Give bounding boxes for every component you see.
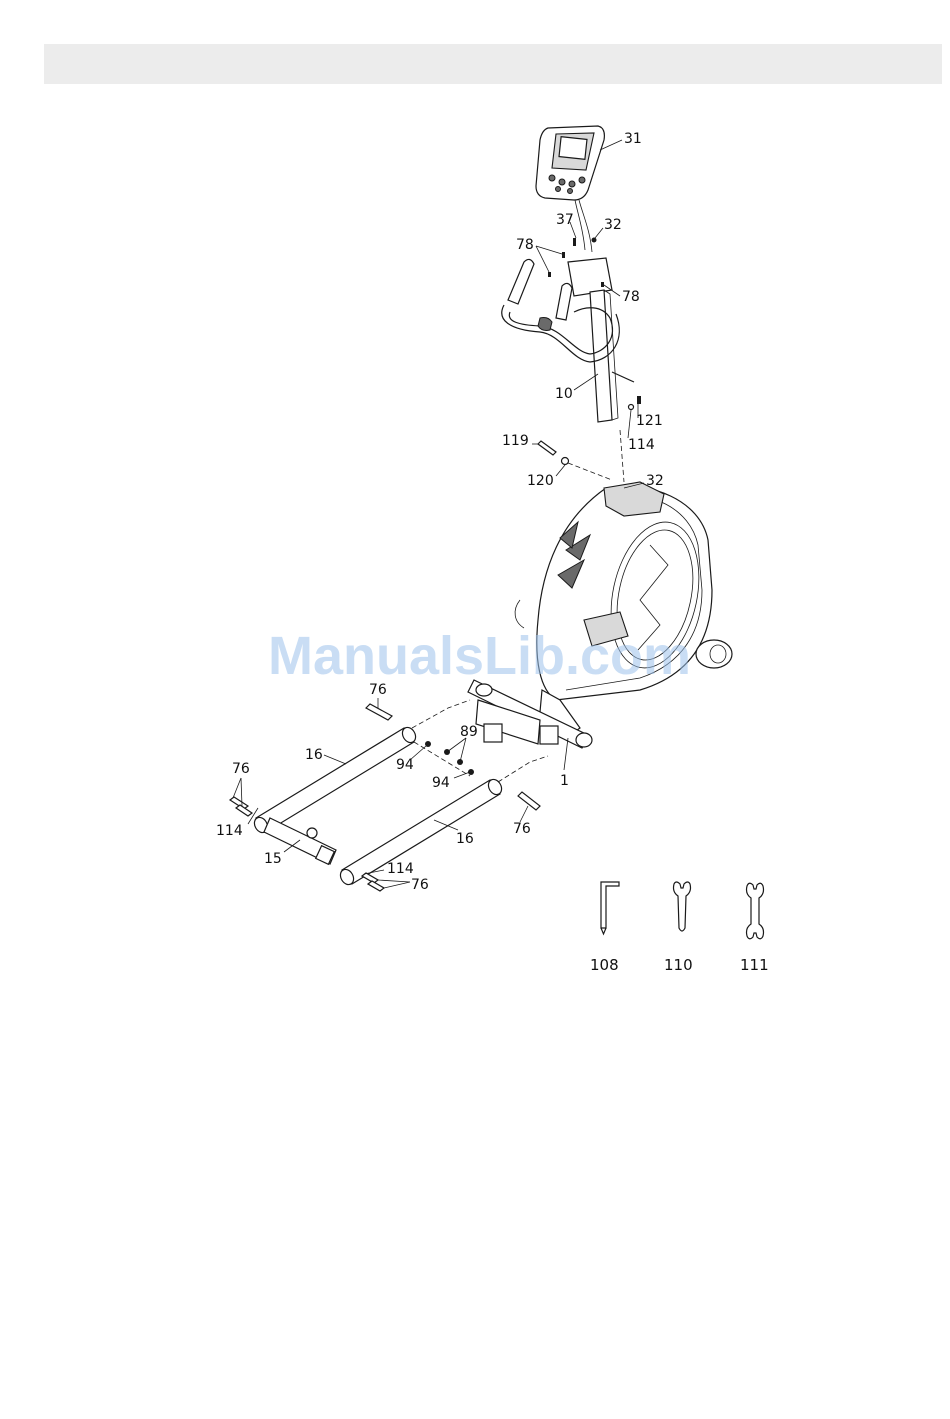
part-label-32-frame: 32 [646,473,664,489]
tool-label-111: 111 [740,956,769,974]
part-label-120: 120 [527,473,554,489]
main-frame-part [468,482,732,748]
part-label-76-left: 76 [232,761,250,777]
watermark-text: ManualsLib.com [268,626,691,686]
part-label-89: 89 [460,724,478,740]
part-label-1: 1 [560,773,569,789]
tool-label-108: 108 [590,956,619,974]
part-label-94-left: 94 [396,757,414,773]
part-label-37: 37 [556,212,574,228]
part-label-76-right: 76 [513,821,531,837]
part-label-121: 121 [636,413,663,429]
double-wrench-icon [747,883,764,939]
open-wrench-icon [674,882,691,931]
part-label-32-top: 32 [604,217,622,233]
part-label-94-right: 94 [432,775,450,791]
tools-group: 108 110 111 [590,882,769,974]
part-label-31: 31 [624,131,642,147]
part-label-114-lower: 114 [387,861,414,877]
part-label-78-right: 78 [622,289,640,305]
tool-label-110: 110 [664,956,693,974]
part-label-16-upper: 16 [305,747,323,763]
part-label-114-left: 114 [216,823,243,839]
part-label-119: 119 [502,433,529,449]
part-label-78-left: 78 [516,237,534,253]
part-label-76-top: 76 [369,682,387,698]
part-label-10: 10 [555,386,573,402]
part-label-114-upper: 114 [628,437,655,453]
allen-key-icon [601,882,619,934]
part-label-76-bottom: 76 [411,877,429,893]
console-part [536,126,604,252]
part-label-15: 15 [264,851,282,867]
part-label-16-lower: 16 [456,831,474,847]
